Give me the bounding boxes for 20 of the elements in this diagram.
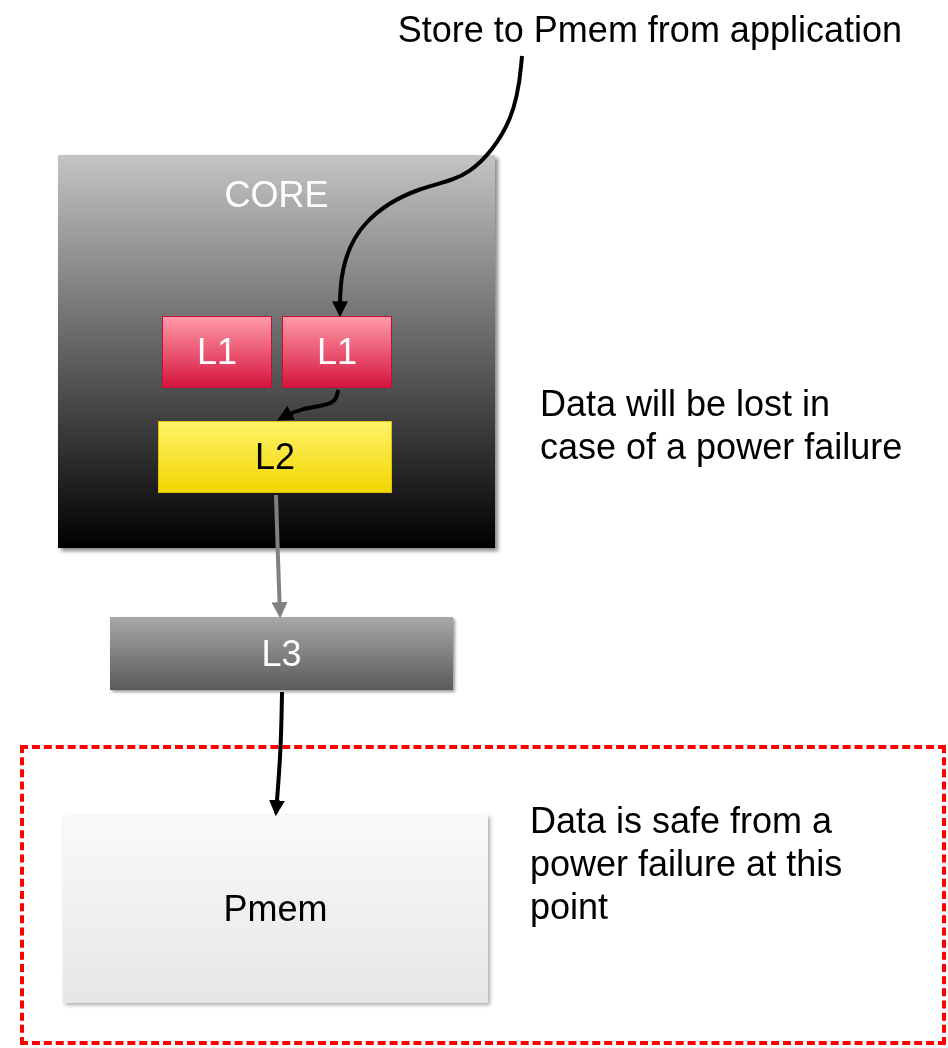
cache-label: L1 — [316, 330, 357, 374]
arrow — [332, 55, 524, 318]
block-label: Pmem — [223, 887, 328, 931]
note-text: Data will be lost in case of a power failure — [540, 382, 904, 469]
panel-title: CORE — [223, 173, 330, 217]
cache-block — [282, 316, 392, 388]
cache-block — [110, 617, 453, 690]
memory-block — [63, 815, 488, 1003]
cache-label: L1 — [196, 330, 237, 374]
safe-zone-region — [20, 745, 946, 1045]
cache-label: L3 — [261, 631, 302, 676]
arrow — [271, 494, 288, 619]
arrow — [277, 389, 340, 421]
note-text: Data is safe from a power failure at this point — [530, 799, 844, 929]
cache-label: L2 — [254, 435, 295, 479]
arrow — [269, 691, 285, 817]
heading-text: Store to Pmem from application — [262, 8, 902, 54]
cache-block — [158, 421, 392, 493]
core-panel — [58, 155, 495, 548]
cache-block — [162, 316, 272, 388]
